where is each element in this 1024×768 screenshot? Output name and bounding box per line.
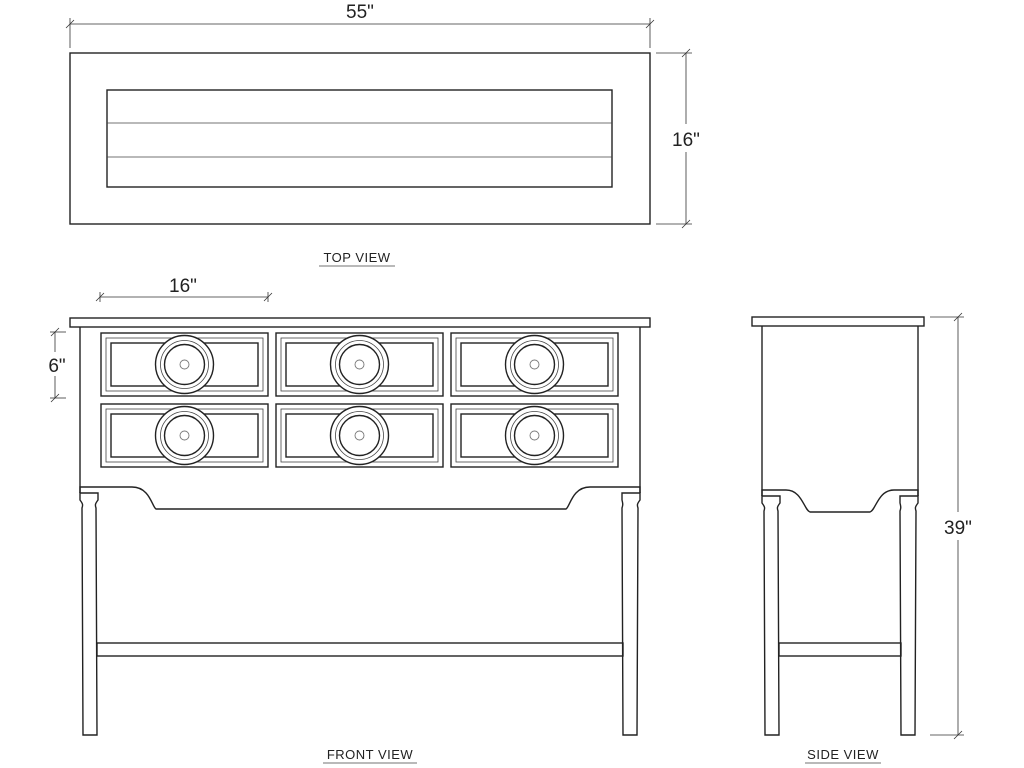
front-view-label: FRONT VIEW bbox=[327, 747, 414, 762]
front-apron bbox=[79, 486, 641, 510]
height-label: 39" bbox=[944, 518, 972, 539]
drawer-knob bbox=[354, 430, 365, 441]
drawer bbox=[275, 332, 444, 397]
drawer-width-dimension: 16" bbox=[95, 276, 273, 302]
front-top-slab bbox=[69, 317, 651, 328]
drawer-knob bbox=[529, 359, 540, 370]
side-view-label: SIDE VIEW bbox=[807, 747, 879, 762]
side-apron bbox=[761, 489, 919, 513]
top-view-inner-panel bbox=[106, 89, 613, 188]
top-view-label: TOP VIEW bbox=[323, 250, 390, 265]
front-right-leg bbox=[621, 492, 641, 736]
top-view-outline bbox=[69, 52, 651, 225]
drawer-knob bbox=[354, 359, 365, 370]
drawer-knob bbox=[179, 359, 190, 370]
side-view bbox=[751, 316, 925, 736]
depth-label: 16" bbox=[672, 130, 700, 151]
drawer-grid bbox=[100, 332, 619, 468]
drawer bbox=[450, 403, 619, 468]
front-left-leg bbox=[79, 492, 99, 736]
top-view bbox=[69, 52, 651, 225]
width-label: 55" bbox=[346, 2, 374, 23]
drawer-width-label: 16" bbox=[169, 276, 197, 297]
height-dimension: 39" bbox=[930, 312, 976, 740]
drawer-height-label: 6" bbox=[48, 356, 65, 377]
width-dimension: 55" bbox=[65, 2, 655, 48]
side-left-leg bbox=[761, 495, 781, 736]
front-view bbox=[69, 317, 651, 736]
drawer bbox=[275, 403, 444, 468]
front-stretcher bbox=[96, 642, 624, 657]
side-right-leg bbox=[899, 495, 919, 736]
side-stretcher bbox=[778, 642, 902, 657]
depth-dimension: 16" bbox=[656, 48, 704, 229]
drawer bbox=[100, 403, 269, 468]
drawer-height-dimension: 6" bbox=[42, 327, 70, 403]
drawer-knob bbox=[179, 430, 190, 441]
drawer bbox=[450, 332, 619, 397]
side-top-slab bbox=[751, 316, 925, 327]
drawer bbox=[100, 332, 269, 397]
drawer-knob bbox=[529, 430, 540, 441]
